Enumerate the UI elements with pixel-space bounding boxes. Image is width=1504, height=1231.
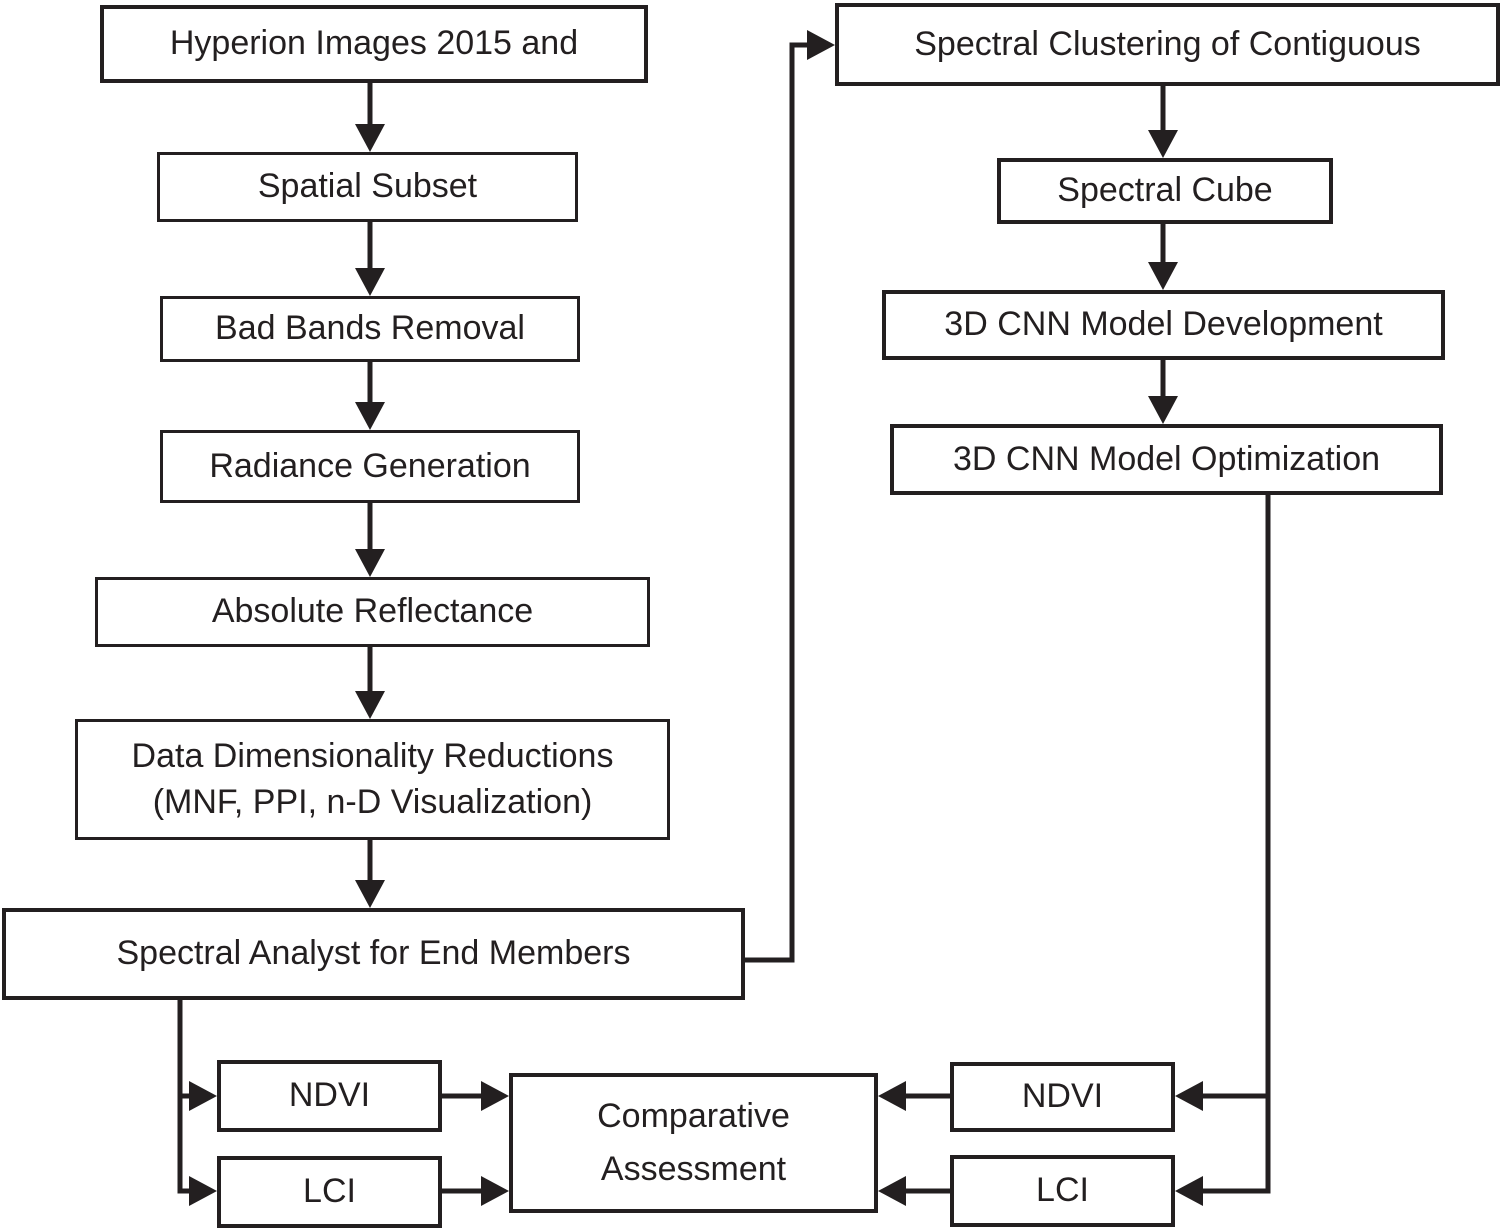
box-hyperion-images: Hyperion Images 2015 and xyxy=(100,5,648,83)
box-spatial-subset: Spatial Subset xyxy=(157,152,578,222)
arrow-hyperion-to-spatial xyxy=(355,83,385,152)
arrow-lci-left-to-comparative xyxy=(442,1176,509,1206)
arrow-badbands-to-radiance xyxy=(355,362,385,430)
box-spectral-analyst-label: Spectral Analyst for End Members xyxy=(116,934,631,973)
box-absolute-reflectance-label: Absolute Reflectance xyxy=(211,592,534,631)
box-bad-bands-removal: Bad Bands Removal xyxy=(160,296,580,362)
box-ndvi-right: NDVI xyxy=(950,1062,1175,1132)
box-data-dimensionality-reductions: Data Dimensionality Reductions (MNF, PPI… xyxy=(75,719,670,840)
box-ndvi-left: NDVI xyxy=(217,1060,442,1132)
arrow-clustering-to-cube xyxy=(1148,86,1178,158)
connector-analyst-to-clustering xyxy=(745,30,835,963)
box-spectral-analyst: Spectral Analyst for End Members xyxy=(2,908,745,1000)
arrow-ndvi-left-to-comparative xyxy=(442,1081,509,1111)
box-3d-cnn-model-development: 3D CNN Model Development xyxy=(882,290,1445,360)
box-lci-right-label: LCI xyxy=(1036,1171,1089,1210)
box-dimred-label-line1: Data Dimensionality Reductions xyxy=(131,736,614,775)
box-hyperion-images-label: Hyperion Images 2015 and xyxy=(169,24,579,63)
box-ndvi-left-label: NDVI xyxy=(288,1076,371,1115)
connector-optimization-to-indices xyxy=(1175,495,1271,1206)
box-3d-cnn-model-optimization: 3D CNN Model Optimization xyxy=(890,424,1443,495)
box-spectral-cube-label: Spectral Cube xyxy=(1057,171,1273,210)
arrow-dimred-to-analyst xyxy=(355,840,385,908)
box-comparative-assessment: Comparative Assessment xyxy=(509,1073,878,1213)
arrow-spatial-to-badbands xyxy=(355,222,385,296)
box-spatial-subset-label: Spatial Subset xyxy=(257,167,478,206)
box-radiance-generation-label: Radiance Generation xyxy=(209,446,531,485)
box-lci-left: LCI xyxy=(217,1156,442,1228)
box-3d-cnn-model-development-label: 3D CNN Model Development xyxy=(944,305,1383,344)
box-spectral-cube: Spectral Cube xyxy=(997,158,1333,224)
box-dimred-label-line2: (MNF, PPI, n-D Visualization) xyxy=(152,782,593,821)
box-spectral-clustering-label: Spectral Clustering of Contiguous xyxy=(914,24,1421,63)
box-ndvi-right-label: NDVI xyxy=(1021,1077,1104,1116)
box-lci-right: LCI xyxy=(950,1155,1175,1227)
box-3d-cnn-model-optimization-label: 3D CNN Model Optimization xyxy=(952,439,1381,478)
box-lci-left-label: LCI xyxy=(303,1172,356,1211)
arrow-lci-right-to-comparative xyxy=(878,1176,950,1206)
box-bad-bands-removal-label: Bad Bands Removal xyxy=(215,309,525,348)
box-spectral-clustering: Spectral Clustering of Contiguous xyxy=(835,3,1500,86)
arrow-cube-to-development xyxy=(1148,224,1178,290)
arrow-development-to-optimization xyxy=(1148,360,1178,424)
arrow-ndvi-right-to-comparative xyxy=(878,1081,950,1111)
box-comparative-assessment-label: Comparative Assessment xyxy=(597,1097,790,1188)
arrow-radiance-to-reflectance xyxy=(355,503,385,577)
box-absolute-reflectance: Absolute Reflectance xyxy=(95,577,650,647)
connector-analyst-to-indices xyxy=(177,1000,217,1206)
arrow-reflectance-to-dimred xyxy=(355,647,385,719)
box-radiance-generation: Radiance Generation xyxy=(160,430,580,503)
